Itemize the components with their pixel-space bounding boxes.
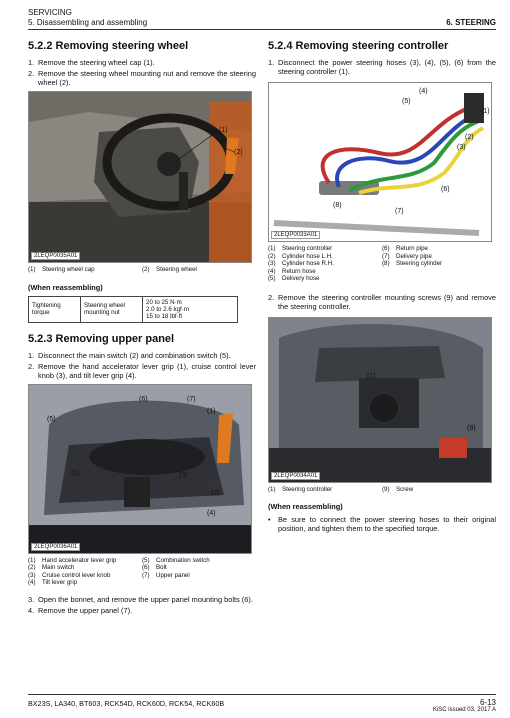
callout-label: (7) xyxy=(187,396,196,403)
section-title-522: 5.2.2 Removing steering wheel xyxy=(28,40,189,52)
caption-item: (4)Tilt lever grip xyxy=(28,579,78,587)
photo-steering-wheel: (1) (2) 2LEQP0035A01 xyxy=(28,91,252,263)
callout-label: (1) xyxy=(207,408,216,415)
captions-523: (1)Hand accelerator lever grip (2)Main s… xyxy=(28,557,256,587)
caption-item: (9)Screw xyxy=(382,485,414,493)
captions-524-b: (1)Steering controller (9)Screw xyxy=(268,486,496,494)
when-reassembling-heading: (When reassembling) xyxy=(28,282,103,292)
when-reassembling-heading: (When reassembling) xyxy=(268,501,343,511)
steps-523: 1.Disconnect the main switch (2) and com… xyxy=(28,351,256,380)
page-footer: BX23S, LA340, BT603, RCK54D, RCK60D, RCK… xyxy=(28,694,496,713)
callout-label: (5) xyxy=(71,470,80,477)
header-section: SERVICING xyxy=(28,8,72,17)
step-item: 1.Disconnect the main switch (2) and com… xyxy=(28,350,231,360)
photo-upper-panel: (1) (2) (3) (4) (5) (5) (6) (7) 2LEQP003… xyxy=(28,383,252,554)
photo-hoses-drawing: (4) (5) (1) (2) (3) (6) (7) (8) xyxy=(269,83,491,241)
callout-label: (2) xyxy=(465,134,474,141)
callout-label: (2) xyxy=(211,490,220,497)
step-item: 2.Remove the hand accelerator lever grip… xyxy=(28,361,256,380)
callout-label: (9) xyxy=(467,425,476,432)
torque-item: Steering wheel mounting nut xyxy=(80,295,143,323)
steps-522: 1.Remove the steering wheel cap (1). 2.R… xyxy=(28,58,256,87)
photo-upper-panel-drawing: (1) (2) (3) (4) (5) (5) (6) (7) xyxy=(29,384,251,553)
header-chapter: 6. STEERING xyxy=(446,18,496,27)
photo-code: 2LEQP0034A01 xyxy=(271,471,321,480)
callout-label: (6) xyxy=(139,396,148,403)
caption-item: (1)Hand accelerator lever grip xyxy=(28,556,117,564)
caption-item: (1)Steering wheel cap xyxy=(28,266,95,273)
photo-screws-drawing: (1) (9) xyxy=(269,317,491,482)
torque-label: Tightening torque xyxy=(28,295,81,323)
caption-item: (2)Cylinder hose L.H. xyxy=(268,252,333,260)
caption-item: (2)Main switch xyxy=(28,564,75,572)
header-subsection: 5. Disassembling and assembling xyxy=(28,18,148,27)
caption-item: (7)Delivery pipe xyxy=(382,252,432,260)
step-item: 3.Open the bonnet, and remove the upper … xyxy=(28,594,253,604)
caption-item: (7)Upper panel xyxy=(142,571,190,579)
callout-label: (8) xyxy=(333,202,342,209)
step-item: 2.Remove the steering wheel mounting nut… xyxy=(28,69,256,87)
section-title-523: 5.2.3 Removing upper panel xyxy=(28,332,175,345)
callout-label: (7) xyxy=(395,208,404,215)
photo-code: 2LEQP0035A01 xyxy=(31,252,81,260)
caption-item: (8)Steering cylinder xyxy=(382,260,443,268)
caption-item: (3)Cylinder hose R.H. xyxy=(268,260,334,268)
callout-label: (2) xyxy=(234,149,243,156)
footer-page-number: 6-13 xyxy=(479,698,496,707)
callout-label: (1) xyxy=(367,373,376,380)
footer-issue: KiSC issued 03, 2017 A xyxy=(432,707,496,713)
callout-label: (3) xyxy=(179,472,188,479)
step-item: 1.Disconnect the power steering hoses (3… xyxy=(268,58,496,76)
steps-524: 1.Disconnect the power steering hoses (3… xyxy=(268,58,496,76)
photo-code: 2LEQP0036A01 xyxy=(31,542,81,551)
photo-steering-wheel-drawing: (1) (2) xyxy=(29,92,251,262)
torque-values: 20 to 25 N·m 2.0 to 2.6 kgf·m 15 to 18 l… xyxy=(142,295,238,323)
caption-item: (4)Return hose xyxy=(268,267,316,275)
step-item: 4.Remove the upper panel (7). xyxy=(28,605,133,615)
callout-label: (1) xyxy=(481,108,490,115)
callout-label: (5) xyxy=(47,416,56,423)
photo-steering-controller-hoses: (4) (5) (1) (2) (3) (6) (7) (8) 2LEQP003… xyxy=(268,82,492,242)
caption-item: (2)Steering wheel xyxy=(142,266,197,273)
callout-label: (4) xyxy=(419,88,428,95)
caption-item: (5)Combination switch xyxy=(142,556,210,564)
callout-label: (4) xyxy=(207,510,216,517)
photo-code: 2LEQP0033A01 xyxy=(271,231,321,239)
caption-item: (3)Cruise control lever knob xyxy=(28,571,111,579)
left-column: 5.2.2 Removing steering wheel 1.Remove t… xyxy=(28,38,256,617)
captions-524: (1)Steering controller (2)Cylinder hose … xyxy=(268,245,496,283)
step-item: 2.Remove the steering controller mountin… xyxy=(268,292,496,311)
bullet-icon: • xyxy=(268,514,271,524)
callout-label: (5) xyxy=(402,98,411,105)
bullet-note: • Be sure to connect the power steering … xyxy=(268,514,496,533)
section-title-524: 5.2.4 Removing steering controller xyxy=(268,40,449,52)
steps-524-cont: 2.Remove the steering controller mountin… xyxy=(268,293,496,311)
torque-table: Tightening torque Steering wheel mountin… xyxy=(28,295,238,323)
captions-522: (1)Steering wheel cap (2)Steering wheel xyxy=(28,266,256,274)
caption-item: (6)Return pipe xyxy=(382,245,428,252)
step-item: 1.Remove the steering wheel cap (1). xyxy=(28,58,155,67)
callout-label: (6) xyxy=(441,186,450,193)
right-column: 5.2.4 Removing steering controller 1.Dis… xyxy=(268,38,496,533)
photo-steering-controller-screws: (1) (9) 2LEQP0034A01 xyxy=(268,316,492,483)
caption-item: (6)Bolt xyxy=(142,564,167,572)
steps-523-cont: 3.Open the bonnet, and remove the upper … xyxy=(28,595,256,615)
caption-item: (1)Steering controller xyxy=(268,485,333,493)
footer-models: BX23S, LA340, BT603, RCK54D, RCK60D, RCK… xyxy=(28,699,225,708)
page-header: SERVICING 5. Disassembling and assemblin… xyxy=(28,8,496,30)
caption-item: (1)Steering controller xyxy=(268,245,333,252)
callout-label: (3) xyxy=(457,144,466,151)
callout-label: (1) xyxy=(219,127,228,134)
caption-item: (5)Delivery hose xyxy=(268,275,320,283)
